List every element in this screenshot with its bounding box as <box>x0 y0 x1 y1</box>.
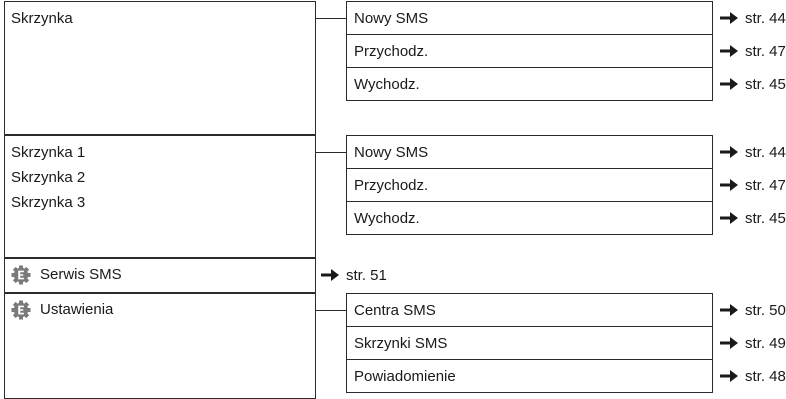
connector-line <box>316 152 346 153</box>
page-reference-text: str. 47 <box>745 176 786 194</box>
submenu-item-label: Centra SMS <box>354 301 436 319</box>
arrow-right-icon <box>720 337 738 349</box>
page-reference: str. 45 <box>719 67 786 101</box>
menu-group-box <box>4 258 316 293</box>
submenu-item: Centra SMS <box>346 293 713 327</box>
arrow-right-icon <box>321 269 339 281</box>
arrow-right-icon <box>720 212 738 224</box>
submenu-item: Wychodz. <box>346 67 713 101</box>
menu-group-title-row: Skrzynka <box>11 9 73 29</box>
menu-group-box <box>4 293 316 399</box>
menu-group-title: Skrzynka 3 <box>11 194 86 211</box>
page-reference: str. 49 <box>719 326 786 360</box>
page-reference: str. 45 <box>719 201 786 235</box>
menu-group-box <box>4 135 316 258</box>
menu-group-title-row: Skrzynka 3 <box>11 193 85 213</box>
gear-e-icon <box>11 265 31 285</box>
menu-group-title-row: Skrzynka 2 <box>11 168 85 188</box>
page-reference-text: str. 49 <box>745 334 786 352</box>
page-reference-text: str. 50 <box>745 301 786 319</box>
page-reference-text: str. 47 <box>745 42 786 60</box>
page-reference-text: str. 51 <box>346 266 387 284</box>
menu-group-box <box>4 1 316 135</box>
submenu-item: Skrzynki SMS <box>346 326 713 360</box>
page-reference: str. 47 <box>719 168 786 202</box>
submenu-item-label: Powiadomienie <box>354 367 456 385</box>
arrow-right-icon <box>720 370 738 382</box>
menu-group-title-row: Ustawienia <box>11 300 113 320</box>
submenu-item-label: Nowy SMS <box>354 9 429 27</box>
arrow-right-icon <box>720 146 738 158</box>
page-reference: str. 44 <box>719 1 786 35</box>
menu-group-title: Skrzynka 2 <box>11 169 86 186</box>
page-reference: str. 51 <box>320 263 387 287</box>
submenu-item-label: Nowy SMS <box>354 143 429 161</box>
submenu-item: Wychodz. <box>346 201 713 235</box>
page-reference: str. 50 <box>719 293 786 327</box>
page-reference-text: str. 45 <box>745 209 786 227</box>
arrow-right-icon <box>720 45 738 57</box>
submenu-item-label: Wychodz. <box>354 75 420 93</box>
submenu-item: Nowy SMS <box>346 1 713 35</box>
page-reference-text: str. 48 <box>745 367 786 385</box>
arrow-right-icon <box>720 78 738 90</box>
menu-group-title: Skrzynka 1 <box>11 144 86 161</box>
submenu-item: Powiadomienie <box>346 359 713 393</box>
arrow-right-icon <box>720 179 738 191</box>
submenu-item-label: Przychodz. <box>354 176 429 194</box>
submenu-item: Przychodz. <box>346 168 713 202</box>
arrow-right-icon <box>720 304 738 316</box>
connector-line <box>316 18 346 19</box>
menu-group-title: Skrzynka <box>11 10 73 27</box>
submenu-item: Przychodz. <box>346 34 713 68</box>
page-reference: str. 44 <box>719 135 786 169</box>
menu-group-title: Serwis SMS <box>40 266 122 283</box>
submenu-item-label: Skrzynki SMS <box>354 334 448 352</box>
connector-line <box>316 310 346 311</box>
submenu-item-label: Wychodz. <box>354 209 420 227</box>
submenu-item: Nowy SMS <box>346 135 713 169</box>
menu-group-title-row: Skrzynka 1 <box>11 143 85 163</box>
menu-group-title-row: Serwis SMS <box>11 265 122 285</box>
submenu-item-label: Przychodz. <box>354 42 429 60</box>
page-reference-text: str. 45 <box>745 75 786 93</box>
page-reference: str. 48 <box>719 359 786 393</box>
page-reference-text: str. 44 <box>745 9 786 27</box>
page-reference-text: str. 44 <box>745 143 786 161</box>
gear-e-icon <box>11 300 31 320</box>
page-reference: str. 47 <box>719 34 786 68</box>
arrow-right-icon <box>720 12 738 24</box>
menu-group-title: Ustawienia <box>40 301 114 318</box>
